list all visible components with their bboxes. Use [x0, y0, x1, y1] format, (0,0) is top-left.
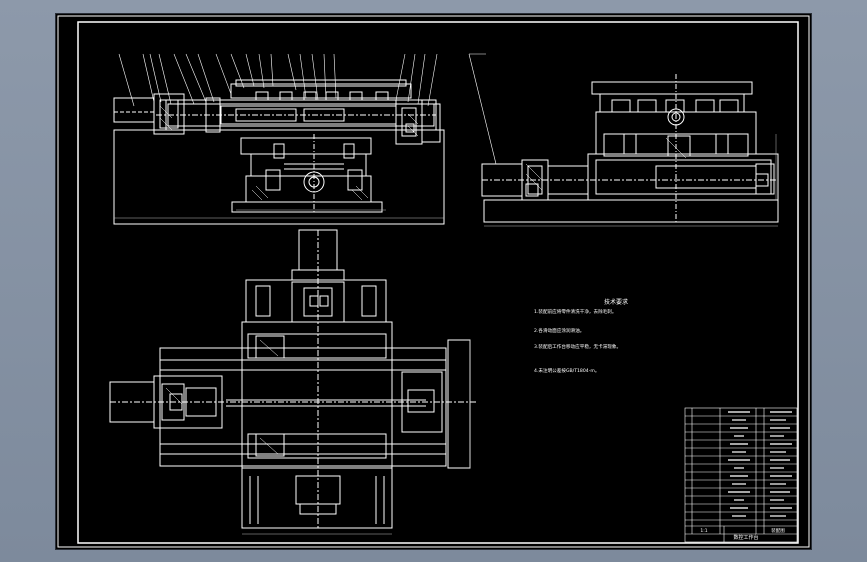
- tech-req-title: 技术要求: [604, 298, 628, 306]
- parts-list: [684, 407, 798, 543]
- plan-view: [109, 229, 476, 535]
- assembly-drawing: 技术要求 1.装配前应将零件清洗干净，去除毛刺。 2.各滑动面应涂润滑油。 3.…: [57, 15, 810, 548]
- title-block-drawing-no: 装配图: [771, 527, 785, 534]
- inner-frame: [77, 21, 799, 544]
- tech-req-item-1: 1.装配前应将零件清洗干净，去除毛刺。: [534, 308, 616, 315]
- drawing-sheet: 技术要求 1.装配前应将零件清洗干净，去除毛刺。 2.各滑动面应涂润滑油。 3.…: [56, 14, 811, 549]
- technical-requirements: 技术要求 1.装配前应将零件清洗干净，去除毛刺。 2.各滑动面应涂润滑油。 3.…: [534, 298, 628, 374]
- title-block-scale: 1:1: [700, 528, 707, 534]
- tech-req-item-2: 2.各滑动面应涂润滑油。: [534, 327, 584, 334]
- front-section-view: [113, 53, 445, 225]
- tech-req-item-4: 4.未注明公差按GB/T1804-m。: [534, 367, 599, 374]
- title-block-part-name: 数控工作台: [733, 534, 758, 541]
- side-section-view: [468, 53, 779, 227]
- tech-req-item-3: 3.装配后工作台移动应平稳，无卡滞现象。: [534, 343, 621, 350]
- title-block: 1:1 数控工作台 装配图: [700, 527, 785, 541]
- outer-frame: [57, 15, 810, 548]
